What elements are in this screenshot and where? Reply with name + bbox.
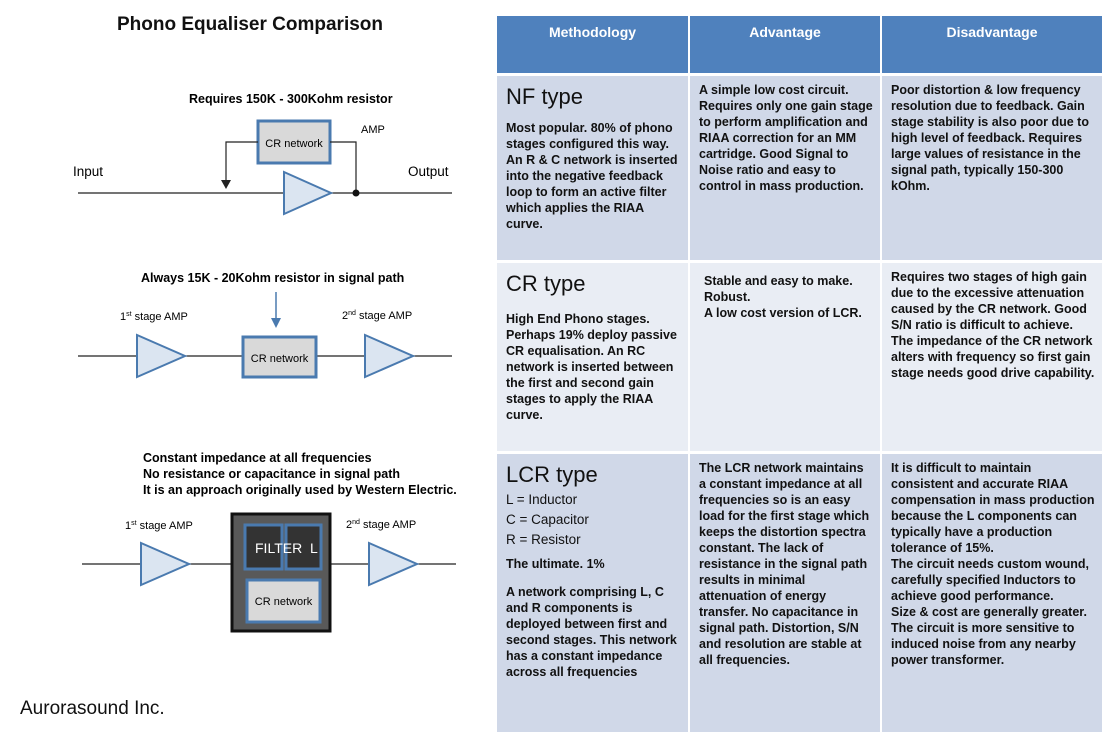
header-advantage: Advantage bbox=[689, 16, 882, 76]
lcr-heading-3: It is an approach originally used by Wes… bbox=[143, 483, 457, 497]
lcr-cr-network-box bbox=[245, 578, 322, 624]
cr-type-title: CR type bbox=[506, 271, 586, 296]
page-title: Phono Equaliser Comparison bbox=[116, 14, 384, 35]
lcr-filter-block bbox=[243, 523, 284, 571]
nf-advantage-cell: A simple low cost circuit. Requires only… bbox=[689, 74, 882, 263]
cr-methodology-cell: CR type High End Phono stages. Perhaps 1… bbox=[497, 261, 690, 454]
lcr-disadvantage-4: The circuit is more sensitive to induced… bbox=[891, 621, 1076, 667]
nf-description: Most popular. 80% of phono stages config… bbox=[506, 121, 678, 231]
lcr-resistor-line: R = Resistor bbox=[506, 532, 581, 547]
nf-amp-triangle bbox=[283, 170, 334, 216]
nf-type-title: NF type bbox=[506, 84, 584, 109]
table-row: LCR type L = Inductor C = Capacitor R = … bbox=[497, 452, 1102, 735]
nf-input-label: Input bbox=[73, 164, 103, 179]
lcr-type-title: LCR type bbox=[506, 462, 598, 487]
table-row: NF type Most popular. 80% of phono stage… bbox=[497, 74, 1102, 263]
lcr-heading-1: Constant impedance at all frequencies bbox=[143, 451, 372, 465]
cr-heading: Always 15K - 20Kohm resistor in signal p… bbox=[141, 271, 404, 285]
nf-heading: Requires 150K - 300Kohm resistor bbox=[189, 92, 393, 106]
header-methodology: Methodology bbox=[497, 16, 690, 76]
cr-advantage-1: Stable and easy to make. bbox=[704, 274, 853, 288]
lcr-stage2-label: 2nd stage AMP bbox=[346, 519, 416, 531]
lcr-amp1-triangle bbox=[140, 541, 192, 587]
cr-amp1-triangle bbox=[136, 333, 188, 379]
company-footer: Aurorasound Inc. bbox=[20, 698, 165, 719]
cr-diagram: Always 15K - 20Kohm resistor in signal p… bbox=[78, 271, 452, 379]
lcr-diagram: Constant impedance at all frequencies No… bbox=[82, 451, 457, 633]
nf-diagram: Requires 150K - 300Kohm resistor CR netw… bbox=[73, 92, 452, 216]
nf-amp-label: AMP bbox=[361, 124, 385, 136]
cr-stage1-label: 1st stage AMP bbox=[120, 311, 188, 323]
lcr-cr-network-label: CR network bbox=[255, 596, 313, 608]
cr-advantage-3: A low cost version of LCR. bbox=[704, 306, 862, 320]
header-disadvantage: Disadvantage bbox=[881, 16, 1102, 76]
circuit-diagrams: Requires 150K - 300Kohm resistor CR netw… bbox=[73, 92, 457, 633]
cr-network-label: CR network bbox=[251, 353, 309, 365]
lcr-filter-label: FILTER bbox=[255, 540, 302, 556]
nf-output-label: Output bbox=[408, 164, 449, 179]
lcr-inductor-line: L = Inductor bbox=[506, 492, 578, 507]
lcr-disadvantage-2: The circuit needs custom wound, carefull… bbox=[891, 557, 1089, 603]
nf-disadvantage-cell: Poor distortion & low frequency resoluti… bbox=[881, 74, 1102, 263]
cr-description: High End Phono stages. Perhaps 19% deplo… bbox=[506, 312, 677, 422]
table-row: CR type High End Phono stages. Perhaps 1… bbox=[497, 261, 1102, 454]
nf-cr-network-label: CR network bbox=[265, 138, 323, 150]
lcr-heading-2: No resistance or capacitance in signal p… bbox=[143, 467, 400, 481]
nf-node bbox=[352, 189, 360, 197]
cr-stage2-label: 2nd stage AMP bbox=[342, 310, 412, 322]
cr-disadvantage-cell: Requires two stages of high gain due to … bbox=[881, 261, 1102, 454]
nf-feedback-out bbox=[330, 141, 357, 193]
table-header-row: Methodology Advantage Disadvantage bbox=[497, 16, 1102, 76]
lcr-amp2-triangle bbox=[368, 541, 420, 587]
lcr-capacitor-line: C = Capacitor bbox=[506, 512, 589, 527]
lcr-l-label: L bbox=[310, 540, 318, 556]
lcr-description: A network comprising L, C and R componen… bbox=[506, 585, 677, 679]
lcr-disadvantage-1: It is difficult to maintain consistent a… bbox=[891, 461, 1095, 555]
nf-arrow-icon bbox=[221, 180, 231, 189]
lcr-ultimate: The ultimate. 1% bbox=[506, 557, 605, 571]
lcr-methodology-cell: LCR type L = Inductor C = Capacitor R = … bbox=[497, 452, 690, 735]
cr-advantage-cell: Stable and easy to make. Robust. A low c… bbox=[689, 261, 882, 454]
cr-arrow-icon bbox=[271, 318, 281, 328]
lcr-l-block bbox=[284, 523, 323, 571]
cr-advantage-2: Robust. bbox=[704, 290, 751, 304]
lcr-stage1-label: 1st stage AMP bbox=[125, 520, 193, 532]
lcr-advantage-cell: The LCR network maintains a constant imp… bbox=[689, 452, 882, 735]
lcr-disadvantage-cell: It is difficult to maintain consistent a… bbox=[881, 452, 1102, 735]
cr-network-box bbox=[241, 335, 318, 379]
comparison-table: Methodology Advantage Disadvantage NF ty… bbox=[497, 16, 1102, 735]
nf-feedback-in bbox=[225, 141, 258, 186]
cr-amp2-triangle bbox=[364, 333, 416, 379]
lcr-disadvantage-3: Size & cost are generally greater. bbox=[891, 605, 1087, 619]
nf-methodology-cell: NF type Most popular. 80% of phono stage… bbox=[497, 74, 690, 263]
